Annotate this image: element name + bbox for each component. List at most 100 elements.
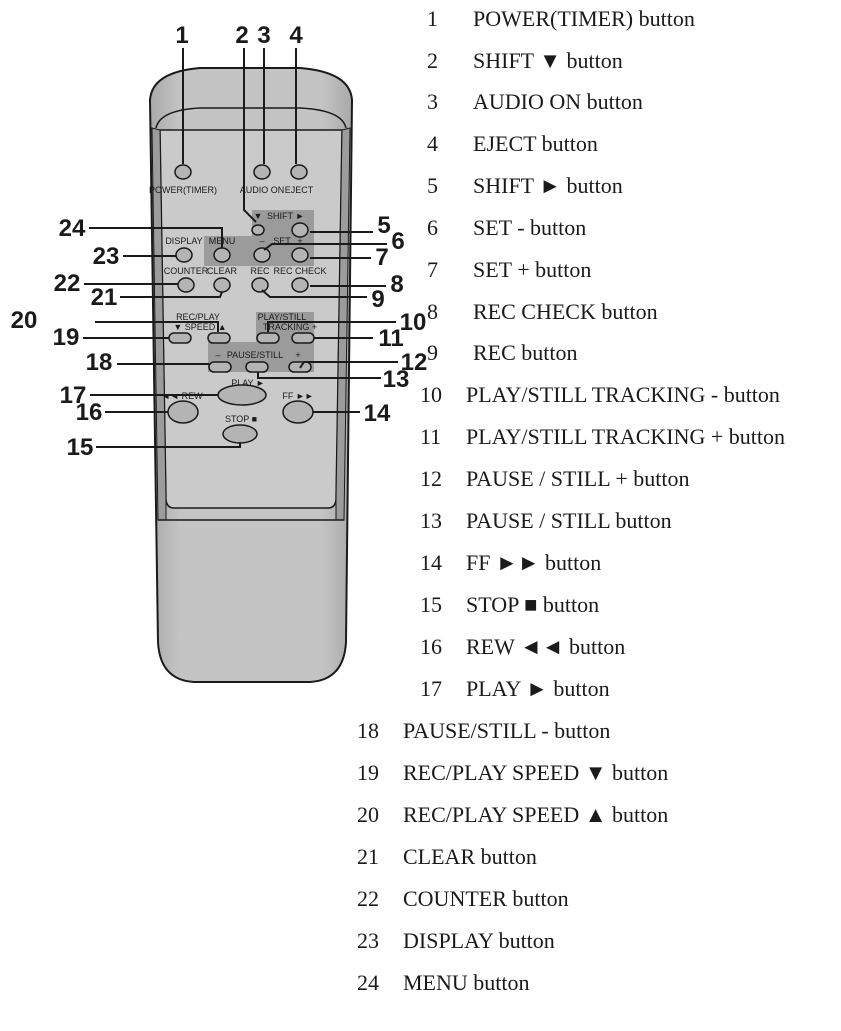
leader-line-20 [95,321,219,332]
callout-6: 6 [391,228,404,255]
face-label-pause-plus: + [295,350,300,360]
legend-number: 5 [427,173,438,198]
display-button[interactable] [175,247,193,263]
face-label-counter: COUNTER [164,266,209,276]
set-plus-button[interactable] [291,247,309,263]
callout-13: 13 [383,366,410,393]
callout-11: 11 [378,325,403,352]
callout-20: 20 [11,307,38,334]
face-label-set-minus: – [259,236,264,246]
tracking-plus-button[interactable] [291,332,315,344]
legend-label: REC/PLAY SPEED ▲ button [403,802,669,827]
callout-23: 23 [93,243,120,270]
face-label-pause-still: PAUSE/STILL [227,350,283,360]
face-label-play-still: PLAY/STILL [258,312,307,322]
shift-down-button[interactable] [251,224,265,236]
legend-number: 19 [357,760,379,785]
callout-3: 3 [257,22,270,49]
callout-4: 4 [289,22,303,49]
leader-line-6 [263,243,387,251]
leader-line-15 [96,442,241,448]
counter-button[interactable] [177,277,195,293]
menu-button[interactable] [213,247,231,263]
speed-up-button[interactable] [207,332,231,344]
ff-button[interactable] [282,400,314,424]
face-label-shift-right: ► [296,211,305,221]
leader-line-13 [257,372,381,379]
legend-number: 17 [420,676,442,701]
legend-label: SHIFT ► button [473,173,623,198]
callout-10: 10 [400,309,427,336]
rew-button[interactable] [167,400,199,424]
callout-21: 21 [91,284,118,311]
leader-line-24 [89,227,223,248]
legend-label: CLEAR button [403,844,537,869]
face-label-rec-check: REC CHECK [273,266,326,276]
legend-number: 13 [420,508,442,533]
leader-line-21 [120,291,223,298]
legend-number: 14 [420,550,442,575]
legend-number: 11 [420,424,442,449]
legend-number: 6 [427,215,438,240]
face-label-speed: ▼ SPEED ▲ [173,322,226,332]
legend-number: 12 [420,466,442,491]
face-label-display: DISPLAY [165,236,202,246]
stop-button[interactable] [222,424,258,444]
audio-on-button[interactable] [253,164,271,180]
eject-button[interactable] [290,164,308,180]
legend-number: 9 [427,340,438,365]
rec-button[interactable] [251,277,269,293]
power-timer-button[interactable] [174,164,192,180]
legend-label: REC button [473,340,578,365]
legend-number: 24 [357,970,379,995]
callout-16: 16 [76,399,103,426]
callout-12: 12 [401,349,428,376]
pause-still-button[interactable] [245,361,269,373]
legend-label: PAUSE/STILL - button [403,718,611,743]
shift-right-button[interactable] [291,222,309,238]
leader-line-9 [261,289,367,298]
callout-2: 2 [235,22,248,49]
face-label-clear: CLEAR [207,266,238,276]
face-label-shift: SHIFT [267,211,294,221]
legend-number: 3 [427,89,438,114]
pause-still-minus-button[interactable] [208,361,232,373]
leader-line-2 [243,48,257,223]
speed-down-button[interactable] [168,332,192,344]
legend-label: FF ►► button [466,550,602,575]
remote-panel-bezel [151,127,167,521]
legend-number: 8 [427,299,438,324]
legend-number: 22 [357,886,379,911]
legend-label: SHIFT ▼ button [473,48,623,73]
legend-number: 10 [420,382,442,407]
legend-label: PLAY/STILL TRACKING + button [466,424,785,449]
legend-number: 4 [427,131,438,156]
set-minus-button[interactable] [253,247,271,263]
face-label-tracking: TRACKING + [263,322,317,332]
legend-label: STOP ■ button [466,592,600,617]
play-button[interactable] [217,384,267,406]
tracking-minus-button[interactable] [256,332,280,344]
clear-button[interactable] [213,277,231,293]
callout-15: 15 [67,434,94,461]
callout-19: 19 [53,324,80,351]
callout-5: 5 [377,212,390,239]
callout-17: 17 [60,382,87,409]
callout-7: 7 [375,244,388,271]
face-label-play: PLAY ► [231,378,265,388]
face-label-pause-minus: – [215,350,220,360]
callout-14: 14 [364,400,391,427]
rec-check-button[interactable] [291,277,309,293]
legend-number: 16 [420,634,442,659]
